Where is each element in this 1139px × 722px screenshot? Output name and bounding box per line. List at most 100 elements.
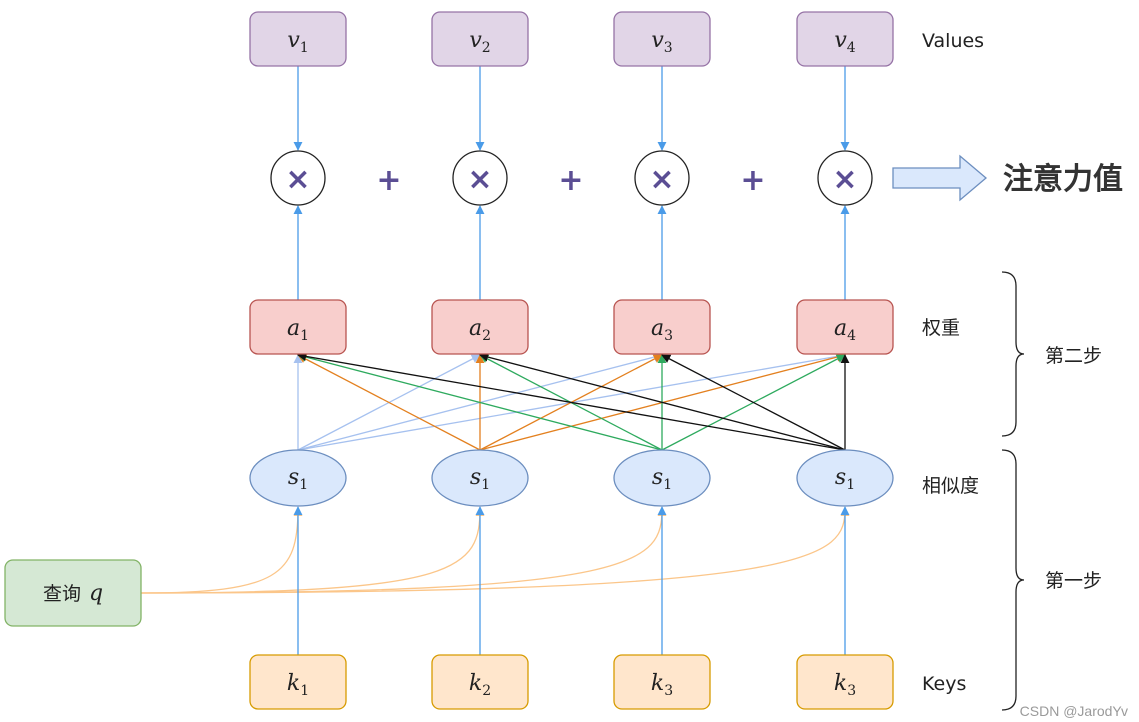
multiply-icon: ×: [285, 162, 310, 197]
similarity-node-2-label: s: [470, 465, 481, 490]
value-node-2: v2: [431, 11, 529, 67]
output-arrow-icon: [892, 154, 988, 202]
value-node-4-label: v: [834, 28, 847, 53]
weight-node-4: a4: [796, 299, 894, 355]
svg-text:a1: a1: [287, 316, 309, 344]
similarity-node-1-label: s: [288, 465, 299, 490]
row-label-values: Values: [922, 30, 984, 52]
svg-text:v1: v1: [287, 28, 308, 56]
row-label-keys: Keys: [922, 673, 966, 695]
key-node-2: k2: [431, 654, 529, 710]
key-node-1-sub: 1: [300, 683, 309, 699]
output-label: 注意力值: [1003, 162, 1123, 197]
value-node-3-label: v: [651, 28, 664, 53]
weights-row: a1 a2 a3 a4: [249, 299, 894, 355]
query-var: q: [89, 581, 103, 606]
step2-brace: [1001, 271, 1025, 437]
weight-node-1-sub: 1: [300, 328, 309, 344]
query-to-similarity-curve-3: [140, 507, 667, 594]
multiply-node-2: ×: [452, 150, 508, 206]
value-node-1-sub: 1: [300, 40, 309, 56]
key-node-4-label: k: [834, 671, 847, 696]
similarity-3-to-weight-1: [297, 352, 663, 451]
svg-text:v2: v2: [469, 28, 490, 56]
weight-node-3: a3: [613, 299, 711, 355]
plus-sign-3: +: [740, 163, 765, 198]
similarity-weight-connections: [293, 351, 850, 451]
svg-text:a2: a2: [469, 316, 491, 344]
weight-node-1: a1: [249, 299, 347, 355]
step1-brace: [1001, 449, 1025, 711]
step2-label: 第二步: [1045, 345, 1102, 367]
value-node-4-sub: 4: [847, 40, 856, 56]
svg-text:s1: s1: [835, 465, 855, 493]
similarity-4-to-weight-1: [297, 351, 846, 451]
weight-node-3-label: a: [651, 316, 664, 341]
value-node-1-label: v: [287, 28, 300, 53]
weight-node-2-sub: 2: [482, 328, 491, 344]
plus-sign-1: +: [376, 163, 401, 198]
similarity-4-to-weight-3: [661, 354, 846, 451]
svg-text:v3: v3: [651, 28, 672, 56]
value-node-1: v1: [249, 11, 347, 67]
svg-text:s1: s1: [470, 465, 490, 493]
svg-text:k3: k3: [651, 671, 673, 699]
key-node-3-label: k: [651, 671, 664, 696]
weight-node-3-sub: 3: [664, 328, 673, 344]
weight-node-1-label: a: [287, 316, 300, 341]
similarity-node-4-sub: 1: [846, 477, 855, 493]
plus-sign-2: +: [558, 163, 583, 198]
similarity-node-4-label: s: [835, 465, 846, 490]
svg-text:k3: k3: [834, 671, 856, 699]
query-to-similarity-curve-2: [140, 507, 485, 594]
similarity-node-3-sub: 1: [663, 477, 672, 493]
svg-text:a3: a3: [651, 316, 673, 344]
values-row: v1 v2 v3 v4: [249, 11, 894, 67]
key-node-1-label: k: [287, 671, 300, 696]
svg-text:s1: s1: [288, 465, 308, 493]
value-node-2-sub: 2: [482, 40, 491, 56]
svg-text:k1: k1: [287, 671, 309, 699]
key-node-4-sub: 3: [847, 683, 856, 699]
multiply-icon: ×: [467, 162, 492, 197]
key-node-3: k3: [613, 654, 711, 710]
value-node-3-sub: 3: [664, 40, 673, 56]
weight-node-2-label: a: [469, 316, 482, 341]
query-to-similarity-curve-4: [140, 507, 850, 594]
svg-text:v4: v4: [834, 28, 855, 56]
watermark: CSDN @JarodYv: [1020, 703, 1128, 719]
similarity-node-1-sub: 1: [299, 477, 308, 493]
similarity-node-3-label: s: [652, 465, 663, 490]
key-node-1: k1: [249, 654, 347, 710]
similarity-node-1: s1: [249, 449, 347, 507]
value-node-2-label: v: [469, 28, 482, 53]
value-node-3: v3: [613, 11, 711, 67]
key-node-3-sub: 3: [664, 683, 673, 699]
multiply-node-4: ×: [817, 150, 873, 206]
key-node-2-sub: 2: [482, 683, 491, 699]
multiply-node-1: ×: [270, 150, 326, 206]
query-curves: [140, 507, 850, 594]
similarity-node-4: s1: [796, 449, 894, 507]
row-label-weights: 权重: [922, 317, 960, 339]
svg-text:查询q: 查询q: [43, 581, 103, 606]
similarity-node-3: s1: [613, 449, 711, 507]
step1-label: 第一步: [1045, 570, 1102, 592]
query-to-similarity-curve-1: [140, 507, 303, 594]
similarity-node-2-sub: 1: [481, 477, 490, 493]
multiply-row: × × × × + + +: [270, 150, 873, 206]
similarity-row: s1 s1 s1 s1: [249, 449, 894, 507]
multiply-icon: ×: [832, 162, 857, 197]
svg-text:s1: s1: [652, 465, 672, 493]
weight-node-4-sub: 4: [847, 328, 856, 344]
similarity-4-to-weight-2: [479, 352, 846, 451]
svg-text:k2: k2: [469, 671, 491, 699]
multiply-icon: ×: [649, 162, 674, 197]
row-label-similarity: 相似度: [922, 475, 979, 497]
value-node-4: v4: [796, 11, 894, 67]
vertical-arrows: [293, 66, 850, 655]
key-node-2-label: k: [469, 671, 482, 696]
multiply-node-3: ×: [634, 150, 690, 206]
